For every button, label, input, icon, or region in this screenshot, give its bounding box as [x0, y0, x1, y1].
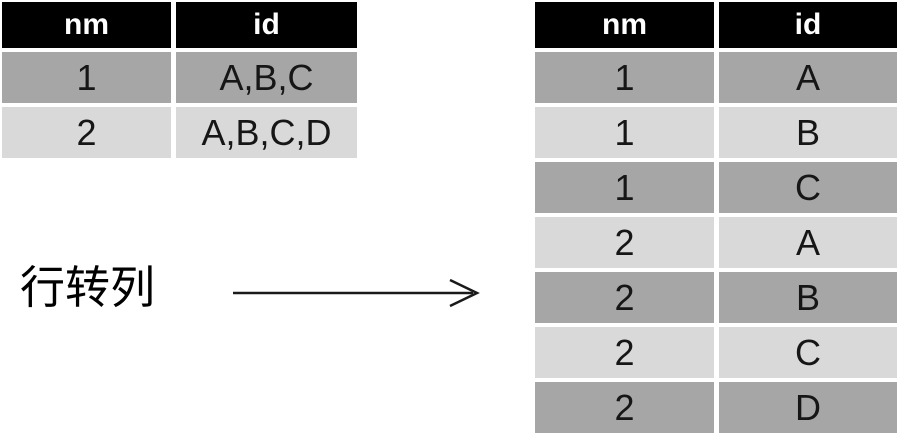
source-cell-id: A,B,C,D	[176, 107, 357, 158]
result-cell-nm: 2	[535, 382, 714, 433]
source-cell-nm: 2	[2, 107, 171, 158]
right-arrow-icon	[230, 273, 484, 318]
result-cell-id: A	[719, 52, 897, 103]
result-cell-id: C	[719, 162, 897, 213]
source-table-header-id: id	[176, 2, 357, 48]
source-table-header-row: nm id	[2, 2, 357, 48]
table-row: 2 C	[535, 327, 897, 378]
table-row: 1 A	[535, 52, 897, 103]
result-cell-nm: 2	[535, 327, 714, 378]
result-cell-nm: 1	[535, 162, 714, 213]
table-row: 1 A,B,C	[2, 52, 357, 103]
source-table-header-nm: nm	[2, 2, 171, 48]
source-cell-nm: 1	[2, 52, 171, 103]
result-cell-id: D	[719, 382, 897, 433]
table-row: 1 B	[535, 107, 897, 158]
result-table-header-id: id	[719, 2, 897, 48]
table-row: 2 D	[535, 382, 897, 433]
result-cell-id: A	[719, 217, 897, 268]
table-row: 2 B	[535, 272, 897, 323]
result-cell-nm: 2	[535, 217, 714, 268]
result-table-header-row: nm id	[535, 2, 897, 48]
source-table: nm id 1 A,B,C 2 A,B,C,D	[2, 2, 357, 158]
source-cell-id: A,B,C	[176, 52, 357, 103]
result-cell-id: B	[719, 272, 897, 323]
result-cell-id: B	[719, 107, 897, 158]
result-cell-nm: 1	[535, 52, 714, 103]
result-cell-nm: 1	[535, 107, 714, 158]
table-row: 2 A,B,C,D	[2, 107, 357, 158]
table-row: 1 C	[535, 162, 897, 213]
result-cell-id: C	[719, 327, 897, 378]
result-cell-nm: 2	[535, 272, 714, 323]
table-row: 2 A	[535, 217, 897, 268]
result-table: nm id 1 A 1 B 1 C 2 A 2 B 2 C 2 D	[535, 2, 897, 433]
result-table-header-nm: nm	[535, 2, 714, 48]
transform-label: 行转列	[20, 262, 156, 313]
